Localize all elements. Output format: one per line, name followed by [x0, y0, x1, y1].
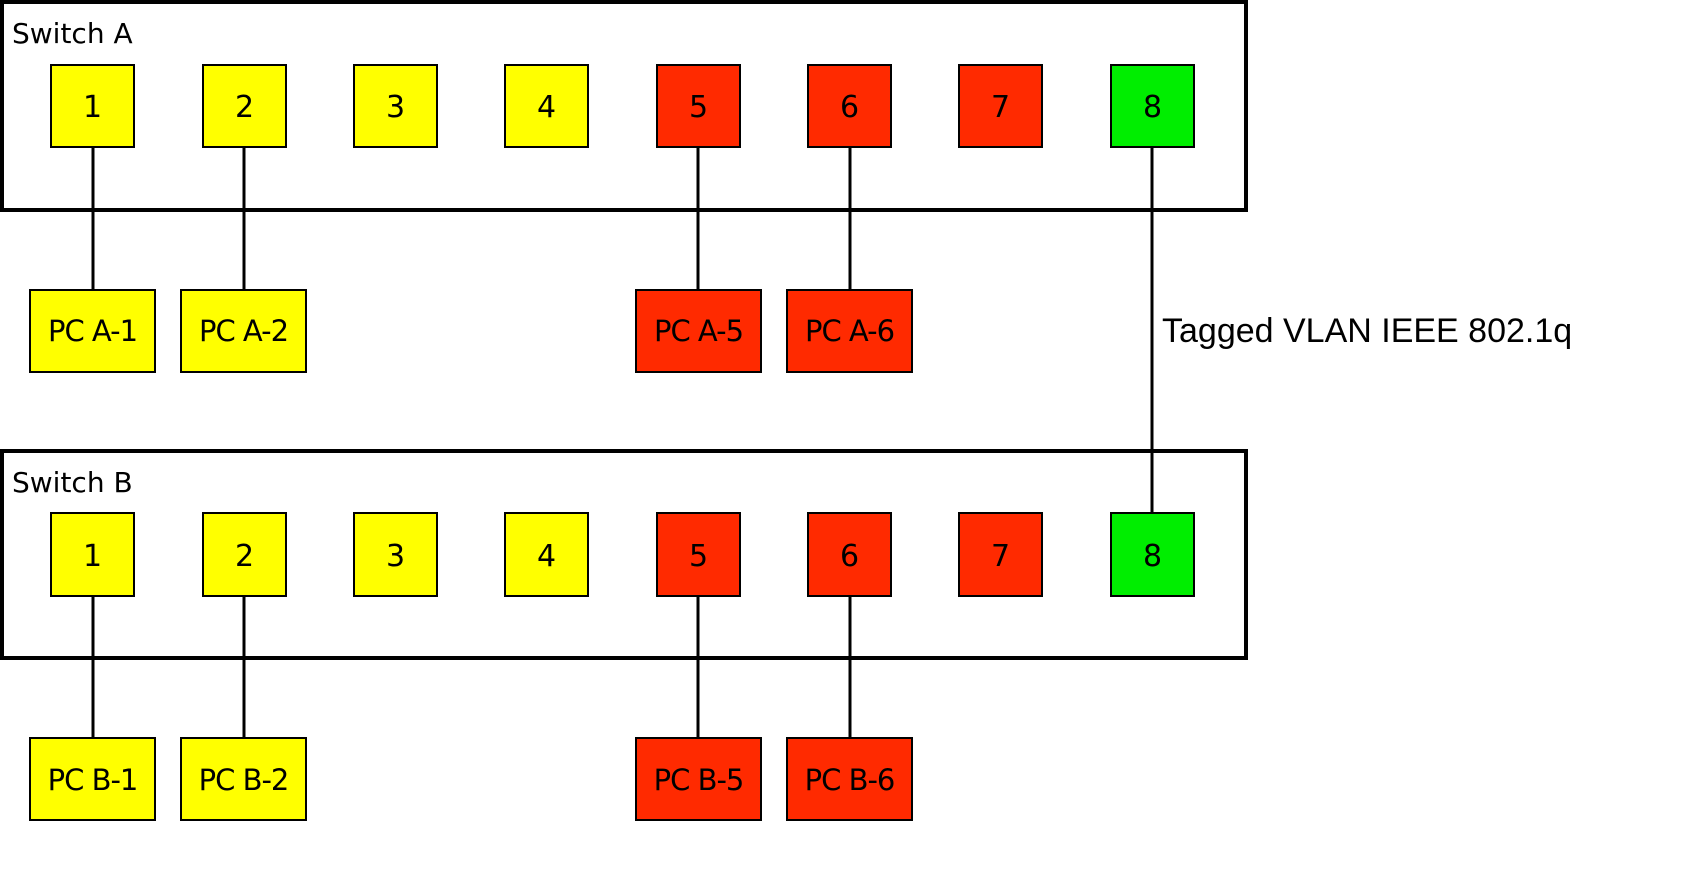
- pc-a-2[interactable]: PC A-2: [180, 289, 307, 373]
- port-box: [656, 64, 741, 148]
- pc-label: PC A-5: [654, 314, 743, 348]
- pc-label: PC B-5: [654, 763, 744, 797]
- port-label: 5: [689, 539, 708, 574]
- pc-box: [786, 289, 913, 373]
- port-b-4[interactable]: 4: [504, 512, 589, 597]
- port-box: [958, 64, 1043, 148]
- port-b-7[interactable]: 7: [958, 512, 1043, 597]
- pc-a-1[interactable]: PC A-1: [29, 289, 156, 373]
- switch-a: Switch A 1 2 3 4 5 6: [0, 0, 1248, 373]
- switch-a-chassis: [0, 0, 1248, 212]
- switch-a-title: Switch A: [12, 17, 133, 50]
- port-label: 8: [1143, 539, 1162, 574]
- pc-b-5[interactable]: PC B-5: [635, 737, 762, 821]
- port-label: 1: [83, 539, 102, 574]
- pc-a-6[interactable]: PC A-6: [786, 289, 913, 373]
- port-label: 2: [235, 539, 254, 574]
- port-b-3[interactable]: 3: [353, 512, 438, 597]
- port-label: 5: [689, 90, 708, 125]
- trunk-label: Tagged VLAN IEEE 802.1q: [1162, 312, 1572, 350]
- port-label: 4: [537, 539, 556, 574]
- pc-box: [635, 289, 762, 373]
- pc-box: [29, 737, 156, 821]
- port-label: 3: [386, 90, 405, 125]
- port-label: 2: [235, 90, 254, 125]
- pc-box: [180, 737, 307, 821]
- pc-label: PC A-1: [48, 314, 137, 348]
- port-box: [353, 512, 438, 597]
- pc-box: [786, 737, 913, 821]
- port-box: [50, 64, 135, 148]
- port-label: 6: [840, 539, 859, 574]
- port-label: 7: [991, 90, 1010, 125]
- port-box: [807, 512, 892, 597]
- pc-label: PC A-2: [199, 314, 288, 348]
- port-label: 3: [386, 539, 405, 574]
- port-box: [504, 512, 589, 597]
- port-box: [202, 64, 287, 148]
- port-a-4[interactable]: 4: [504, 64, 589, 148]
- port-b-2[interactable]: 2: [202, 512, 287, 597]
- port-box: [807, 64, 892, 148]
- pc-label: PC B-6: [805, 763, 895, 797]
- port-a-3[interactable]: 3: [353, 64, 438, 148]
- port-box: [202, 512, 287, 597]
- port-label: 7: [991, 539, 1010, 574]
- port-a-1[interactable]: 1: [50, 64, 135, 148]
- pc-box: [29, 289, 156, 373]
- port-b-1[interactable]: 1: [50, 512, 135, 597]
- port-box: [50, 512, 135, 597]
- pc-box: [635, 737, 762, 821]
- pc-box: [180, 289, 307, 373]
- port-b-8[interactable]: 8: [1110, 512, 1195, 597]
- port-a-2[interactable]: 2: [202, 64, 287, 148]
- port-label: 8: [1143, 90, 1162, 125]
- port-box: [1110, 64, 1195, 148]
- switch-b: Switch B 1 2 3 4 5 6 7: [0, 449, 1248, 821]
- pc-label: PC A-6: [805, 314, 894, 348]
- pc-label: PC B-1: [48, 763, 138, 797]
- port-box: [504, 64, 589, 148]
- pc-b-2[interactable]: PC B-2: [180, 737, 307, 821]
- port-box: [958, 512, 1043, 597]
- port-box: [656, 512, 741, 597]
- port-box: [353, 64, 438, 148]
- port-a-7[interactable]: 7: [958, 64, 1043, 148]
- port-box: [1110, 512, 1195, 597]
- switch-b-chassis: [0, 449, 1248, 660]
- switch-b-title: Switch B: [12, 466, 133, 499]
- port-label: 6: [840, 90, 859, 125]
- port-label: 1: [83, 90, 102, 125]
- port-a-5[interactable]: 5: [656, 64, 741, 148]
- pc-label: PC B-2: [199, 763, 289, 797]
- trunk-link: Tagged VLAN IEEE 802.1q: [1150, 147, 1572, 513]
- pc-a-5[interactable]: PC A-5: [635, 289, 762, 373]
- pc-b-1[interactable]: PC B-1: [29, 737, 156, 821]
- pc-b-6[interactable]: PC B-6: [786, 737, 913, 821]
- port-b-5[interactable]: 5: [656, 512, 741, 597]
- port-label: 4: [537, 90, 556, 125]
- port-a-6[interactable]: 6: [807, 64, 892, 148]
- port-a-8[interactable]: 8: [1110, 64, 1195, 148]
- port-b-6[interactable]: 6: [807, 512, 892, 597]
